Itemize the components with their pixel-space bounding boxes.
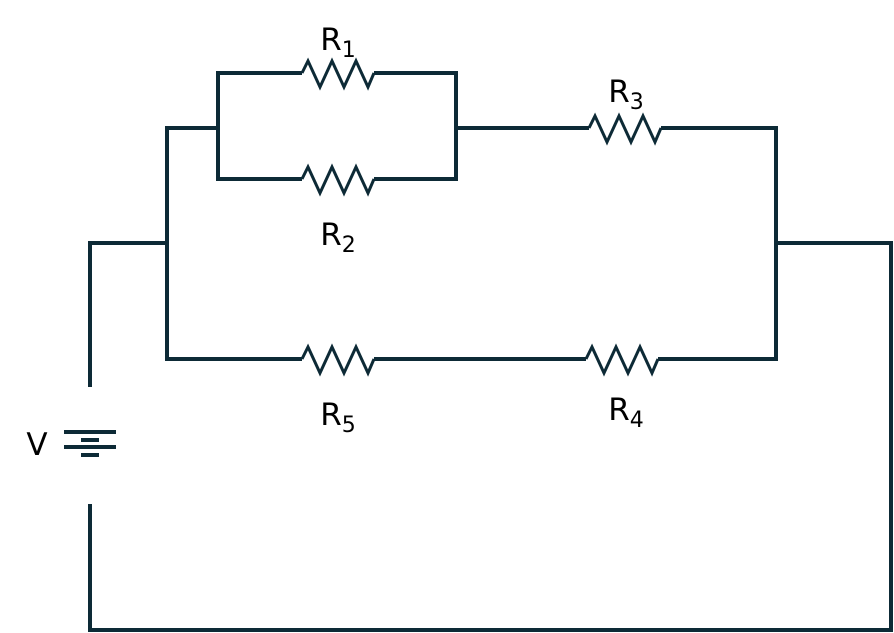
wires [88, 71, 893, 632]
resistor-r4 [560, 343, 686, 377]
wire-r1-left [216, 71, 277, 181]
wire-r1-right [398, 71, 458, 181]
resistor-r3 [563, 112, 688, 146]
label-r2: R2 [320, 217, 356, 258]
battery-symbol [64, 430, 116, 457]
wire-source-top [88, 241, 169, 387]
label-r1: R1 [320, 22, 356, 63]
label-r3: R3 [608, 74, 644, 115]
label-source-v: V [26, 427, 47, 463]
resistor-r5 [275, 343, 400, 377]
label-r5: R5 [320, 397, 356, 438]
label-r4: R4 [608, 392, 644, 433]
wire-outer-loop [88, 241, 893, 632]
resistor-r2 [275, 163, 400, 197]
wire-r3-right [684, 126, 778, 361]
wire-parallel-to-junction [165, 126, 277, 361]
resistor-r1 [275, 57, 400, 91]
